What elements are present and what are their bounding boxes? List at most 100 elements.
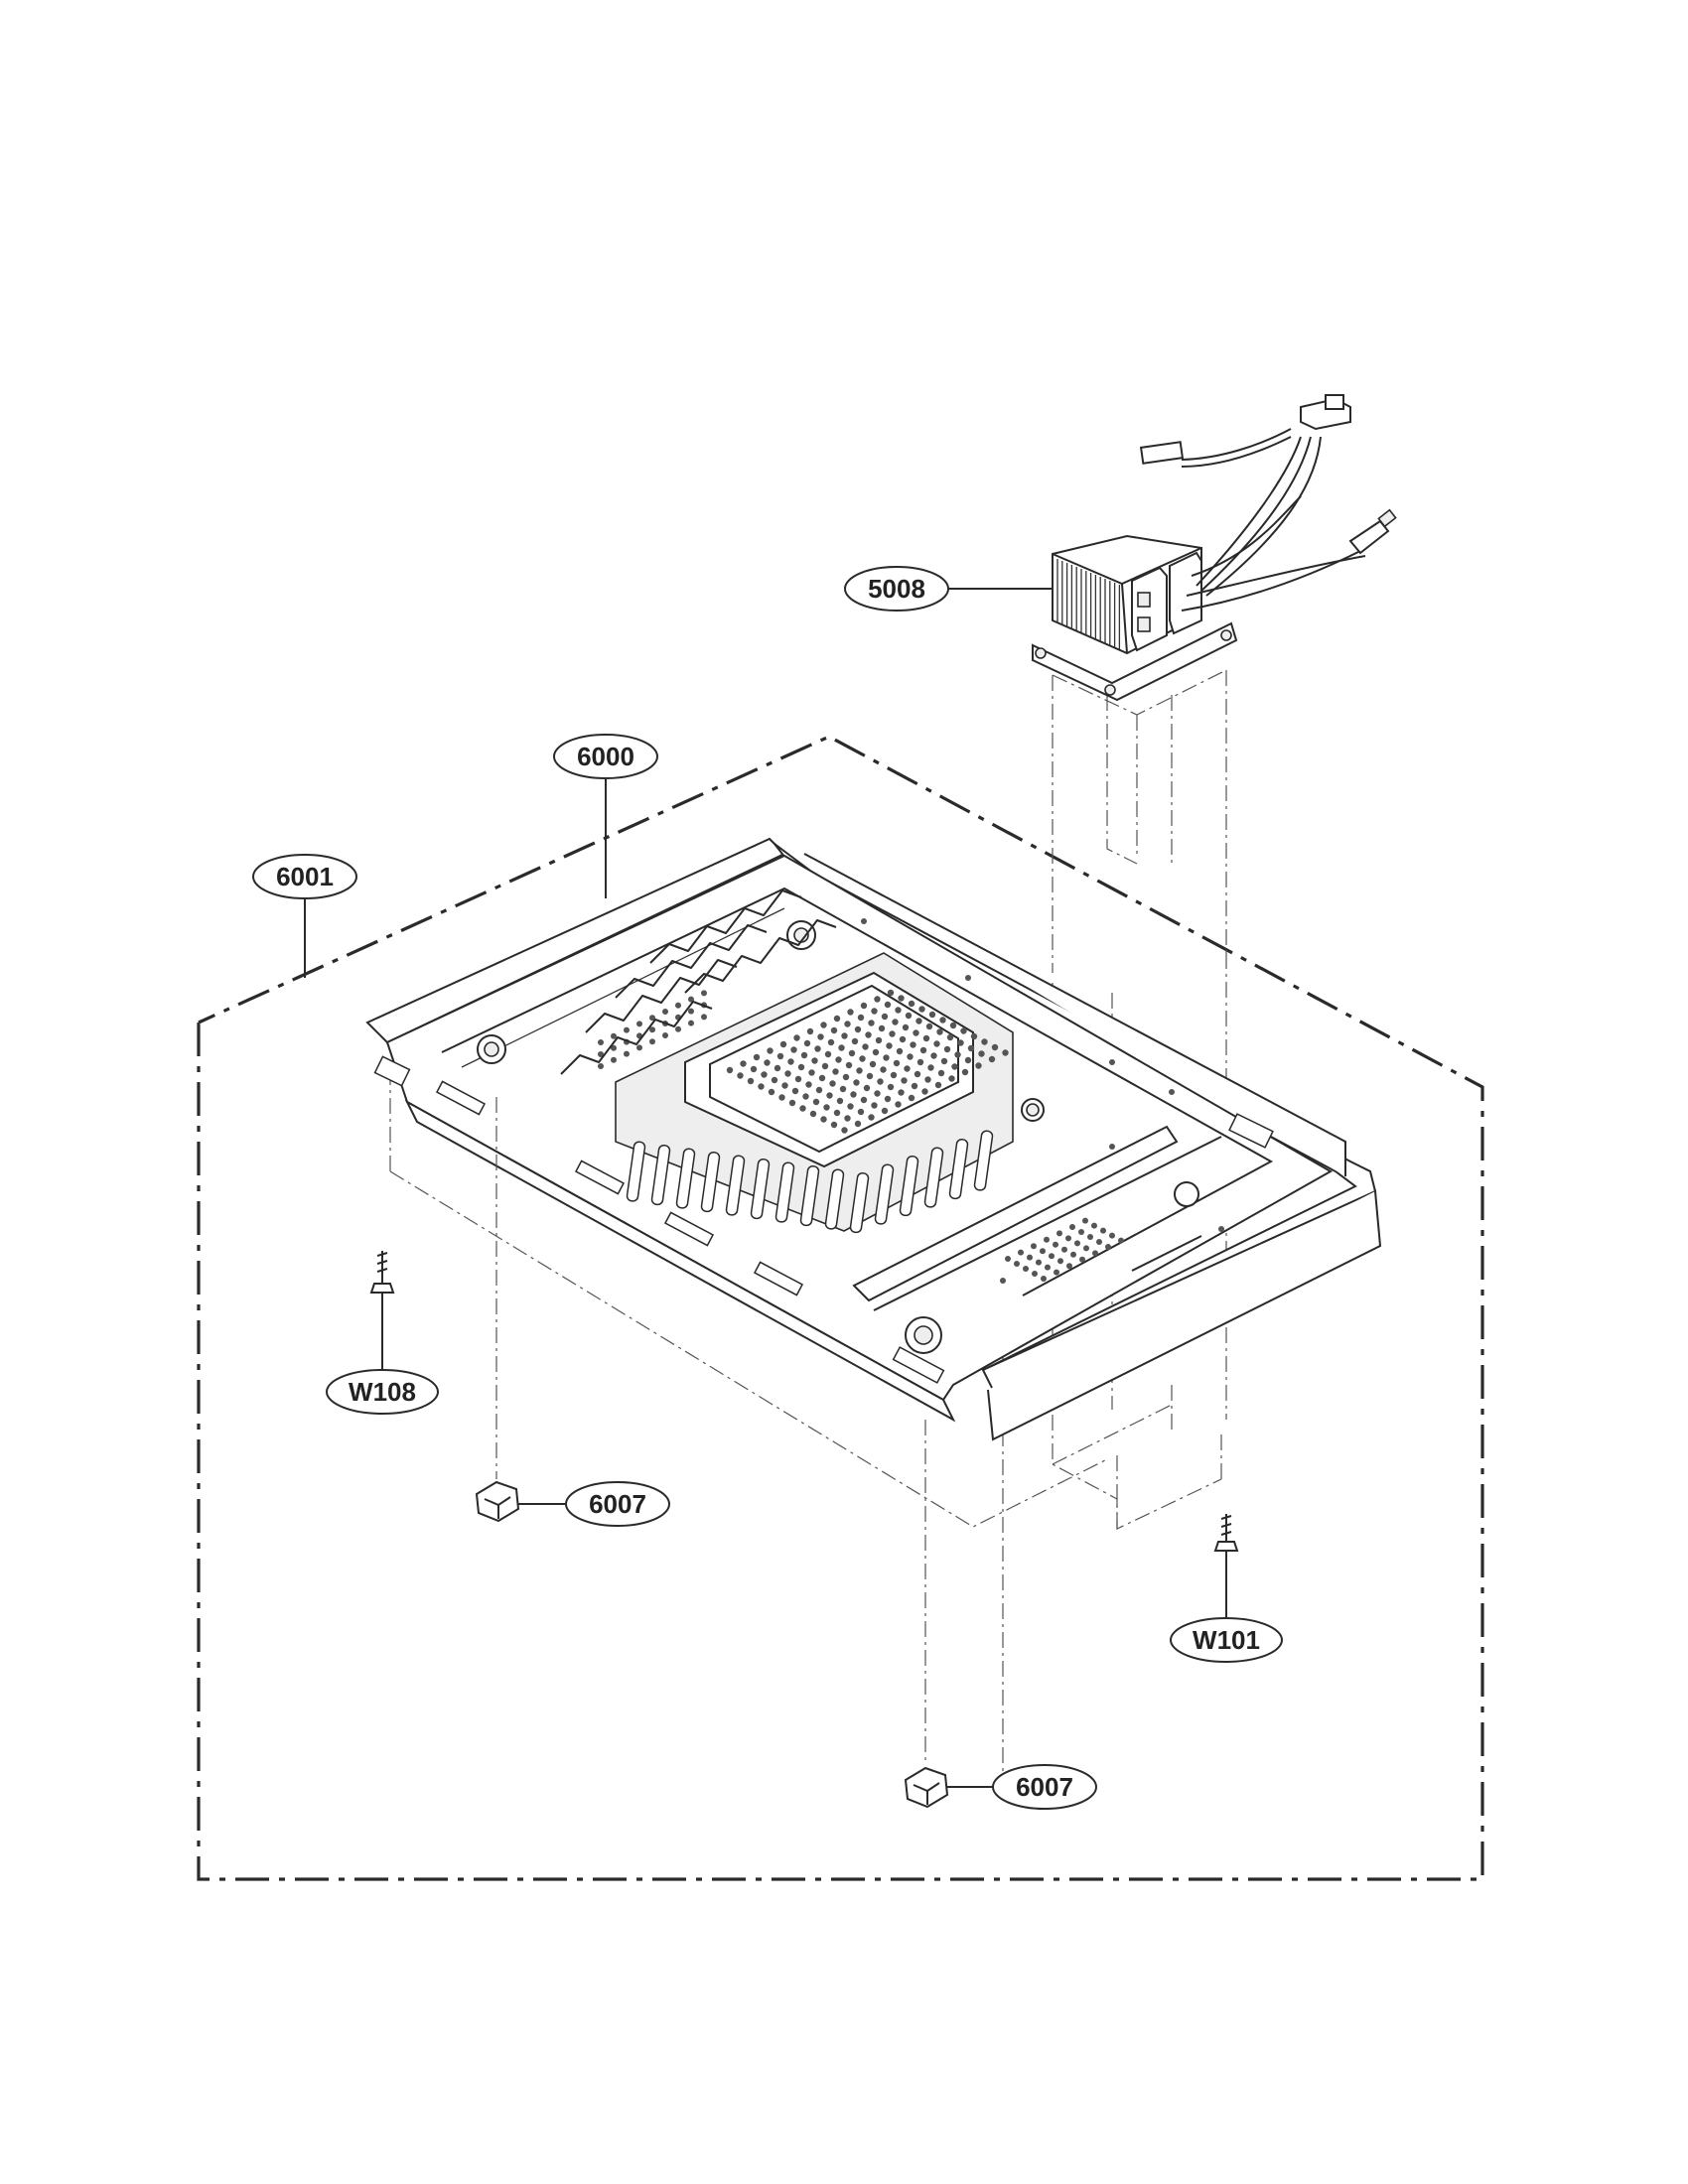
perforation-hole (857, 1014, 865, 1022)
perforation-hole (981, 1038, 988, 1045)
perforation-hole (857, 1108, 865, 1116)
perforation-hole (868, 1020, 875, 1026)
perforation-hole (701, 1014, 707, 1021)
perforation-hole (808, 1069, 815, 1076)
perforation-hole (887, 1083, 895, 1091)
perforation-hole (863, 1084, 871, 1092)
perforation-hole (866, 1072, 874, 1080)
perforation-hole (750, 1065, 758, 1073)
perforation-hole (907, 1053, 914, 1060)
vent-slot (899, 1155, 919, 1217)
perforation-hole (1045, 1264, 1051, 1271)
perforation-hole (892, 1019, 899, 1025)
vent-perforations-right (1005, 1217, 1124, 1282)
transformer-phantom-column (1052, 669, 1227, 973)
perforation-hole (794, 1075, 802, 1083)
vent-slot (650, 1144, 671, 1206)
perforation-hole (1070, 1251, 1076, 1258)
perforation-hole (889, 1030, 896, 1037)
perforation-hole (904, 1065, 911, 1072)
perforation-hole (624, 1026, 630, 1033)
perforation-hole (1002, 1049, 1009, 1056)
vent-perforations-center (726, 989, 1009, 1134)
perforation-hole (598, 1063, 604, 1069)
perforation-hole (860, 1002, 868, 1010)
perforation-hole (925, 1023, 933, 1030)
perforation-hole (915, 1018, 922, 1024)
perforation-hole (662, 1032, 668, 1038)
perforation-hole (1036, 1259, 1042, 1266)
perforation-hole (951, 1063, 958, 1070)
perforation-hole (1082, 1217, 1088, 1224)
perforation-hole (862, 1043, 869, 1050)
callout-6007-left: 6007 (565, 1481, 670, 1527)
perforation-hole (937, 1069, 945, 1077)
perforation-hole (787, 1058, 794, 1065)
perforation-hole (768, 1088, 775, 1096)
perforation-hole (1105, 1244, 1111, 1250)
perforation-hole (675, 1025, 681, 1032)
perforation-hole (839, 1085, 847, 1093)
perforation-hole (1057, 1258, 1063, 1265)
callout-6007-left-label: 6007 (589, 1489, 646, 1519)
perforation-hole (764, 1059, 771, 1066)
callout-w101-label: W101 (1193, 1625, 1260, 1655)
perforation-hole (1074, 1240, 1080, 1247)
perforation-hole (820, 1116, 827, 1123)
perforation-hole (847, 1103, 854, 1110)
perforation-hole (811, 1057, 818, 1064)
perforation-hole (1066, 1263, 1072, 1270)
perforation-hole (1083, 1245, 1089, 1252)
perforation-hole (868, 1114, 875, 1121)
vent-slot (824, 1168, 845, 1230)
perforation-hole (848, 1049, 856, 1057)
perforation-hole (701, 990, 707, 997)
nut-6007-left (475, 1480, 520, 1523)
perforation-hole (1091, 1222, 1097, 1229)
perforation-hole (859, 1055, 866, 1062)
perforation-hole (853, 1079, 860, 1086)
perforation-hole (611, 1032, 617, 1039)
vent-slot (923, 1147, 944, 1208)
perforation-hole (1118, 1237, 1124, 1244)
perforation-hole (753, 1053, 761, 1061)
perforation-hole (790, 1046, 797, 1053)
perforation-hole (946, 1033, 954, 1041)
perforation-hole (928, 1011, 936, 1019)
perforation-hole (957, 1039, 964, 1046)
perforation-hole (913, 1029, 919, 1036)
perforation-hole (836, 1097, 844, 1105)
perforation-hole (797, 1063, 805, 1071)
perforation-hole (884, 1001, 892, 1009)
perforation-hole (991, 1043, 999, 1051)
perforation-hole (851, 1037, 859, 1045)
perforation-hole (688, 1020, 694, 1026)
perforation-hole (1018, 1249, 1024, 1256)
callout-6007-right-label: 6007 (1016, 1772, 1073, 1802)
perforation-hole (662, 1009, 668, 1015)
vent-slot (725, 1155, 746, 1216)
perforation-hole (806, 1027, 814, 1035)
perforation-hole (624, 1050, 630, 1057)
perforation-hole (869, 1060, 877, 1068)
perforation-hole (893, 1059, 901, 1067)
callout-6000: 6000 (553, 734, 658, 779)
perforation-hole (954, 1051, 961, 1058)
perforation-hole (791, 1087, 799, 1095)
perforation-hole (826, 1092, 833, 1099)
perforation-hole (1092, 1250, 1098, 1257)
callout-5008-label: 5008 (868, 574, 925, 604)
perforation-hole (847, 1009, 854, 1016)
callout-6001: 6001 (252, 854, 357, 899)
vent-slot (973, 1130, 994, 1191)
base-plate (365, 837, 1382, 1441)
perforation-hole (988, 1055, 996, 1063)
perforation-hole (779, 1040, 787, 1048)
screw-w101 (1213, 1514, 1239, 1593)
perforation-hole (898, 995, 905, 1002)
perforation-hole (838, 1044, 845, 1051)
perforation-hole (815, 1086, 823, 1094)
perforation-hole (649, 1026, 655, 1033)
perforation-hole (799, 1105, 806, 1112)
perforation-hole (818, 1074, 826, 1082)
